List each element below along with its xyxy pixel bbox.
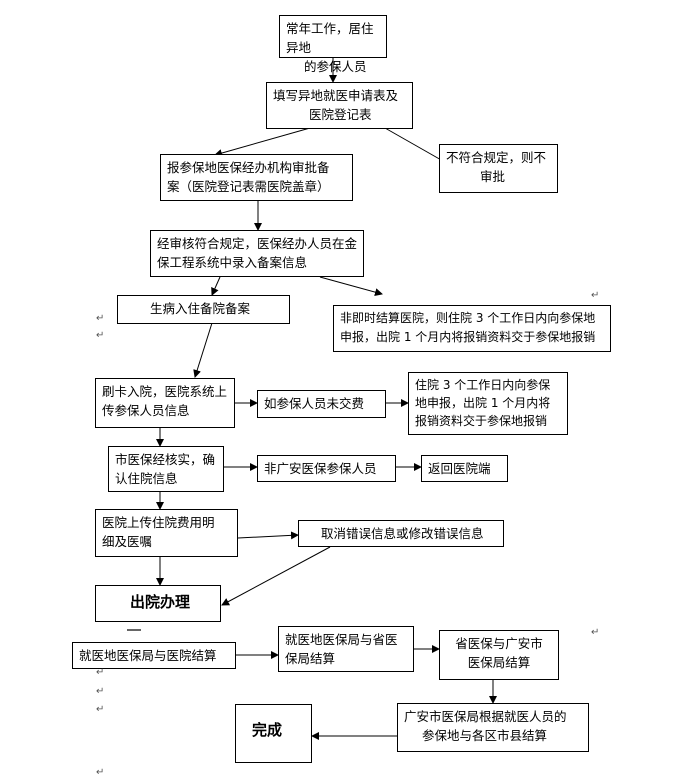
node-n1: 常年工作，居住异地 的参保人员 <box>279 15 387 74</box>
node-n3: 报参保地医保经办机构审批备 案（医院登记表需医院盖章） <box>160 154 353 201</box>
node-n13-line1: 返回医院端 <box>428 461 491 476</box>
paragraph-mark: ↵ <box>96 767 105 778</box>
node-n1-line1: 常年工作，居住异地 <box>286 21 374 55</box>
node-n3-line1: 报参保地医保经办机构审批备 <box>167 160 330 175</box>
node-n18-line1: 就医地医保局与省医 <box>285 632 398 647</box>
node-n15: 取消错误信息或修改错误信息 <box>298 520 504 547</box>
node-n10-line2: 地申报，出院 1 个月内将 <box>415 396 551 410</box>
node-n2-line2: 医院登记表 <box>309 107 372 122</box>
node-n6-line1: 生病入住备院备案 <box>150 301 251 316</box>
node-n14: 医院上传住院费用明 细及医嘱 <box>95 509 238 557</box>
node-n7: 非即时结算医院，则住院 3 个工作日内向参保地 申报，出院 1 个月内将报销资料… <box>333 305 611 352</box>
node-n7-line2: 申报，出院 1 个月内将报销资料交于参保地报销 <box>340 330 596 344</box>
node-n1-line2: 的参保人员 <box>304 59 367 74</box>
node-n15-line1: 取消错误信息或修改错误信息 <box>321 526 484 541</box>
node-n4: 不符合规定，则不 审批 <box>439 144 558 193</box>
node-n9: 如参保人员未交费 <box>257 390 386 418</box>
node-n12: 非广安医保参保人员 <box>257 455 396 482</box>
paragraph-mark: ↵ <box>591 627 600 638</box>
arrow-n5-n6 <box>211 276 221 296</box>
arrow-n15-n16 <box>221 546 331 606</box>
node-n16-line1: 出院办理 <box>130 593 191 611</box>
node-n21: 完成 <box>235 704 312 763</box>
arrow-n2-n3 <box>214 127 311 157</box>
node-n8-line1: 刷卡入院，医院系统上 <box>102 384 228 399</box>
paragraph-mark: ↵ <box>96 313 105 324</box>
node-n18: 就医地医保局与省医 保局结算 <box>278 626 414 672</box>
node-n10: 住院 3 个工作日内向参保 地申报，出院 1 个月内将 报销资料交于参保地报销 <box>408 372 568 435</box>
node-n18-line2: 保局结算 <box>285 651 336 666</box>
node-n17-line1: 就医地医保局与医院结算 <box>79 648 217 663</box>
node-n17: 就医地医保局与医院结算 <box>72 642 236 669</box>
arrow-n14-n15 <box>237 531 299 540</box>
paragraph-mark: ↵ <box>96 686 105 697</box>
node-n11-line1: 市医保经核实，确 <box>115 452 216 467</box>
paragraph-mark: ↵ <box>96 330 105 341</box>
node-n20: 广安市医保局根据就医人员的 参保地与各区市县结算 <box>397 703 589 752</box>
paragraph-mark: ↵ <box>96 704 105 715</box>
node-n5-line2: 保工程系统中录入备案信息 <box>157 255 308 270</box>
paragraph-mark: ↵ <box>96 667 105 678</box>
node-n20-line2: 参保地与各区市县结算 <box>422 728 548 743</box>
node-n10-line1: 住院 3 个工作日内向参保 <box>415 378 551 392</box>
node-n4-line2: 审批 <box>480 169 506 184</box>
node-n8-line2: 传参保人员信息 <box>102 403 190 418</box>
node-n20-line1: 广安市医保局根据就医人员的 <box>404 709 567 724</box>
node-n11: 市医保经核实，确 认住院信息 <box>108 446 224 492</box>
arrow-n5-n7 <box>319 276 383 297</box>
node-n11-line2: 认住院信息 <box>115 471 178 486</box>
node-n19: 省医保与广安市 医保局结算 <box>439 630 559 680</box>
node-n14-line1: 医院上传住院费用明 <box>102 515 215 530</box>
node-n9-line1: 如参保人员未交费 <box>264 396 365 411</box>
node-n5: 经审核符合规定，医保经办人员在金 保工程系统中录入备案信息 <box>150 230 364 277</box>
node-n19-line1: 省医保与广安市 <box>455 636 543 651</box>
node-n8: 刷卡入院，医院系统上 传参保人员信息 <box>95 378 235 428</box>
node-n6: 生病入住备院备案 <box>117 295 290 324</box>
paragraph-mark: ↵ <box>591 290 600 301</box>
node-n4-line1: 不符合规定，则不 <box>446 150 547 165</box>
node-n2-line1: 填写异地就医申请表及 <box>273 88 399 103</box>
node-n12-line1: 非广安医保参保人员 <box>264 461 377 476</box>
node-n10-line3: 报销资料交于参保地报销 <box>415 414 548 428</box>
node-n2: 填写异地就医申请表及 医院登记表 <box>266 82 413 129</box>
node-n13: 返回医院端 <box>421 455 508 482</box>
node-n3-line2: 案（医院登记表需医院盖章） <box>167 179 330 194</box>
arrow-n6-n8 <box>193 322 213 378</box>
node-n21-line1: 完成 <box>252 721 283 739</box>
node-n7-line1: 非即时结算医院，则住院 3 个工作日内向参保地 <box>340 311 596 325</box>
node-n5-line1: 经审核符合规定，医保经办人员在金 <box>157 236 358 251</box>
node-n16: 出院办理 <box>95 585 221 622</box>
node-n19-line2: 医保局结算 <box>467 655 531 670</box>
node-n14-line2: 细及医嘱 <box>102 534 153 549</box>
